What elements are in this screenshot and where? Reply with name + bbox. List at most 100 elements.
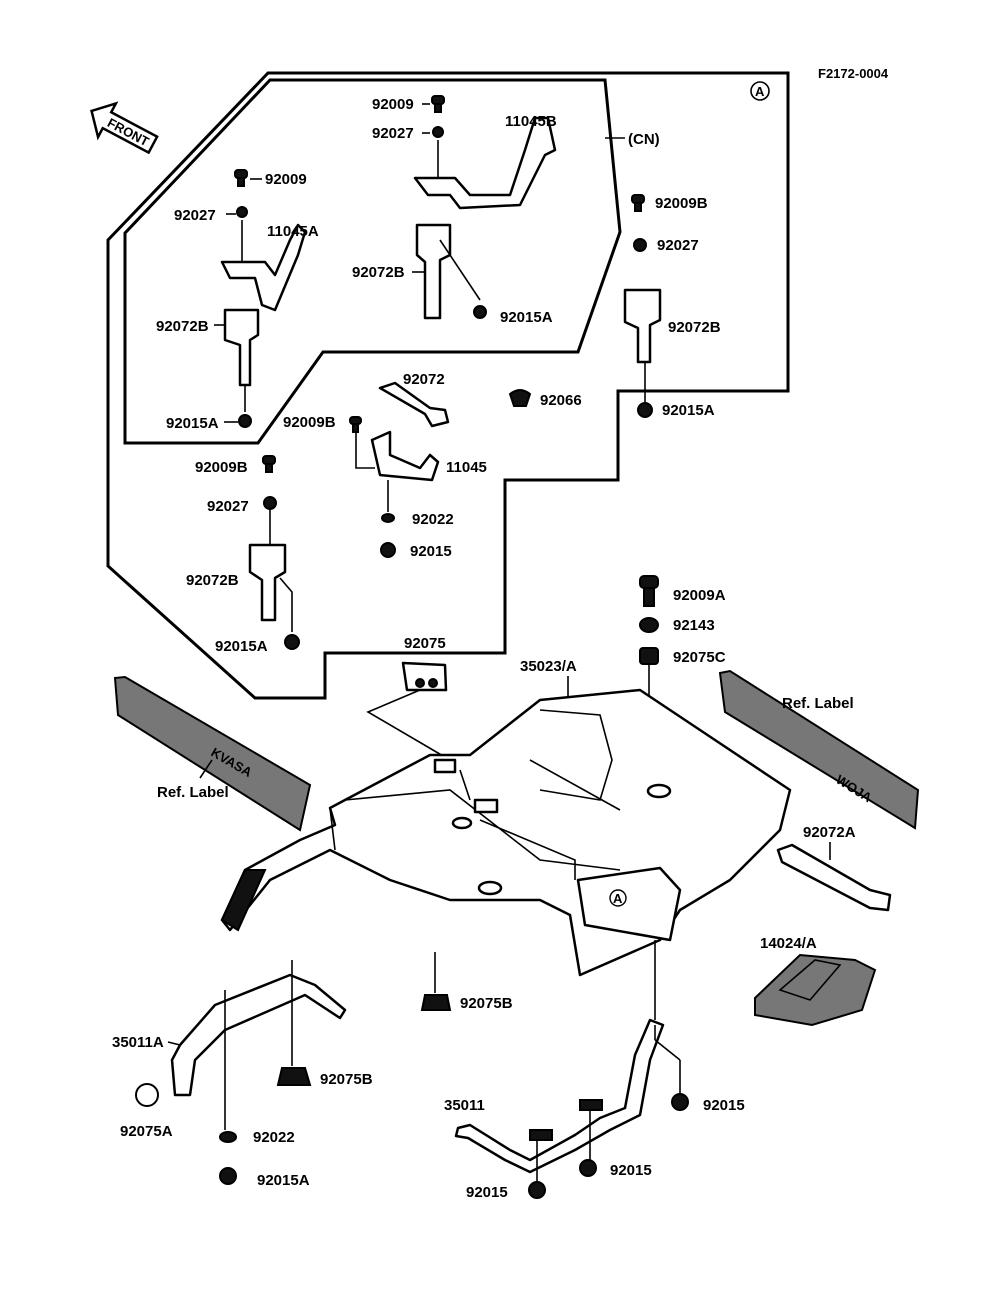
washer-92027-left: [236, 206, 248, 218]
clip-92075B-left: [276, 1067, 312, 1086]
lead-mid-bolt: [355, 432, 375, 469]
lead-35011-r: [654, 1039, 681, 1061]
label-35023: 35023/A: [520, 658, 577, 675]
bolt-92009-top: [431, 95, 445, 113]
label-92009B-mid: 92009B: [283, 414, 336, 431]
label-92072B-right: 92072B: [668, 319, 721, 336]
bracket-35011A: [170, 973, 347, 1097]
label-92015-bottom: 92015: [466, 1184, 508, 1201]
label-35011A: 35011A: [112, 1034, 164, 1051]
washer-92027-right: [633, 238, 647, 252]
fender-marker-a-circle: [609, 889, 627, 907]
label-ref-right: Ref. Label: [782, 695, 854, 712]
label-92075: 92075: [404, 635, 446, 652]
label-92015A-cn: 92015A: [500, 309, 553, 326]
lead-low-nut: [279, 577, 293, 632]
bracket-11045: [370, 430, 440, 482]
label-ref-left: Ref. Label: [157, 784, 229, 801]
label-92072: 92072: [403, 371, 445, 388]
leader-cn-strap: [439, 239, 481, 301]
label-92072A: 92072A: [803, 824, 856, 841]
label-92075A: 92075A: [120, 1123, 173, 1140]
bracket-35011-clip-1: [529, 1129, 553, 1141]
grommet-92066: [508, 389, 532, 407]
label-decal-left: KVASA: [113, 675, 312, 832]
nut-92015A-low: [284, 634, 300, 650]
label-92075B-center: 92075B: [460, 995, 513, 1012]
pad-hole-2: [428, 678, 438, 688]
front-arrow-icon: FRONT: [90, 101, 159, 155]
nut-92015A-right: [637, 402, 653, 418]
fender-marker-a: A: [613, 891, 623, 906]
strap-92072B-low: [248, 543, 287, 622]
nut-92015A-cn: [473, 305, 487, 319]
washer-92022-mid: [381, 513, 395, 523]
bolt-92009-left: [234, 169, 248, 187]
bracket-11045B: [413, 116, 557, 210]
pad-92075: [401, 661, 448, 692]
strap-92072: [378, 381, 450, 428]
outer-frame: [106, 71, 790, 700]
clip-92075B-center: [420, 994, 452, 1011]
nut-92015-mid: [380, 542, 396, 558]
bracket-35011-clip-2: [579, 1099, 603, 1111]
nut-92015-r2: [579, 1159, 597, 1177]
bolt-92009B-mid: [349, 416, 362, 433]
label-92015A-bottom: 92015A: [257, 1172, 310, 1189]
rear-fender-35023: A: [220, 688, 792, 977]
strap-92072B-cn: [415, 223, 452, 320]
fender-slot-1: [433, 758, 457, 774]
bolt-92009B-right: [631, 194, 645, 212]
washer-92027-top: [432, 126, 444, 138]
label-92022-mid: 92022: [412, 511, 454, 528]
label-92009B-low: 92009B: [195, 459, 248, 476]
lead-92075: [366, 689, 451, 761]
nut-92015A-bottom: [219, 1167, 237, 1185]
ref-marker-a: A: [755, 84, 765, 99]
label-92027-left: 92027: [174, 207, 216, 224]
cap-92075A: [135, 1083, 159, 1107]
label-92066: 92066: [540, 392, 582, 409]
cn-inner-frame: [123, 78, 622, 445]
label-92027-top: 92027: [372, 125, 414, 142]
label-92072B-low: 92072B: [186, 572, 239, 589]
label-35011: 35011: [444, 1097, 485, 1114]
bolt-92009A: [639, 575, 659, 607]
label-92143: 92143: [673, 617, 715, 634]
bracket-11045A: [220, 223, 307, 312]
label-92072B-left: 92072B: [156, 318, 209, 335]
washer-92143: [639, 617, 659, 633]
strap-92072B-right: [623, 288, 662, 364]
strap-92072B-left: [223, 308, 260, 387]
label-92075B-left: 92075B: [320, 1071, 373, 1088]
label-92022-low: 92022: [253, 1129, 295, 1146]
fender-hole-small: [451, 816, 473, 830]
lead-35011A: [167, 1041, 181, 1046]
drawing-code: F2172-0004: [818, 66, 889, 81]
label-14024: 14024/A: [760, 935, 817, 952]
label-92015-mid: 92015: [410, 543, 452, 560]
nut-92015-bottom: [528, 1181, 546, 1199]
label-11045: 11045: [446, 459, 487, 476]
lead-ref-left: [199, 759, 213, 779]
bolt-92009B-low: [262, 455, 276, 473]
label-92072B-cn: 92072B: [352, 264, 405, 281]
pad-14024-detail: [778, 959, 842, 1001]
label-92009-left: 92009: [265, 171, 307, 188]
label-92009A: 92009A: [673, 587, 726, 604]
label-92015A-right: 92015A: [662, 402, 715, 419]
fender-hole-center: [477, 880, 503, 896]
nut-92015-r1: [671, 1093, 689, 1111]
pad-14024: [754, 953, 877, 1027]
nut-92015A-left: [238, 414, 252, 428]
label-92015-r1: 92015: [703, 1097, 745, 1114]
label-92015A-left: 92015A: [166, 415, 219, 432]
washer-92022-low: [219, 1131, 237, 1143]
label-92009B-right: 92009B: [655, 195, 708, 212]
pad-hole-1: [415, 678, 425, 688]
fender-slot-2: [473, 798, 499, 814]
label-92015A-low: 92015A: [215, 638, 268, 655]
fender-hole: [646, 783, 672, 799]
label-92075C: 92075C: [673, 649, 726, 666]
